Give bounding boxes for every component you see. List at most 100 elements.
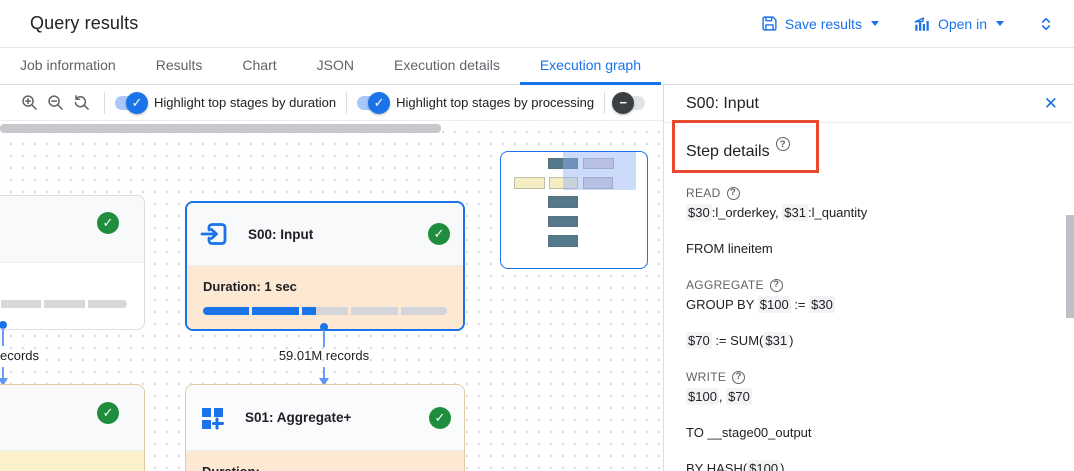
minimap-node [548,158,578,169]
zoom-in-icon[interactable] [16,90,42,116]
graph-minimap[interactable] [500,151,648,269]
zoom-out-icon[interactable] [42,90,68,116]
chevron-down-icon [996,21,1004,26]
node-title: S00: Input [248,226,314,242]
variable-chip: $30 [809,296,835,313]
code-text: AGGREGATE [686,278,764,292]
toolbar-divider [104,91,105,114]
minimap-node [583,177,613,189]
page-title: Query results [30,13,139,33]
results-tabbar: Job information Results Chart JSON Execu… [0,48,1074,85]
edge-line [2,328,4,346]
duration-progress-bar [203,307,448,315]
edge-line [323,330,325,347]
toolbar-divider [346,91,348,114]
success-check-icon: ✓ [428,223,450,245]
step-code-line: TO __stage00_output [686,423,1054,443]
graph-node-left[interactable]: ✓ [0,195,145,330]
minimap-viewport[interactable] [563,152,636,190]
success-check-icon: ✓ [97,402,119,424]
graph-node-s01[interactable]: S01: Aggregate+ ✓ Duration: [185,384,465,471]
code-text: FROM lineitem [686,241,773,256]
tab-results[interactable]: Results [155,57,203,73]
node-duration-label: Duration: 1 sec [203,279,297,294]
minimap-node [548,196,578,208]
help-icon[interactable]: ? [732,370,746,384]
help-icon[interactable]: ? [775,137,790,151]
code-text: := SUM( [711,333,764,348]
edge-records-label: 59.01M records [278,348,370,363]
step-code-line: $30:l_orderkey, $31:l_quantity [686,203,1054,223]
toggle-check-icon: ✓ [368,91,391,114]
save-icon [761,15,778,32]
edge-line [323,367,325,378]
variable-chip: $30 [686,204,712,221]
edge-arrow-icon [319,378,329,386]
tab-job-information[interactable]: Job information [20,57,116,73]
step-details-label: Step details [686,143,770,160]
variable-chip: $70 [686,332,712,349]
input-stage-icon [200,221,228,247]
step-code-line: GROUP BY $100 := $30 [686,295,1054,315]
tab-json[interactable]: JSON [316,57,354,73]
code-text: := [790,297,810,312]
step-section-label: WRITE? [686,367,1054,387]
step-details-heading: Step details ? [686,137,1054,161]
code-text: , [718,389,727,404]
tab-execution-details[interactable]: Execution details [393,57,500,73]
toggle-third[interactable]: − [612,91,646,114]
edge-line [2,367,4,378]
node-progress-bar [1,300,127,308]
graph-toolbar: ✓ Highlight top stages by duration ✓ Hig… [0,85,663,121]
expand-collapse-icon[interactable] [1038,15,1054,33]
edge-records-label-left: ecords [0,348,40,363]
code-text: GROUP BY [686,297,758,312]
step-section-label: READ? [686,183,1054,203]
horizontal-scrollbar[interactable] [0,124,441,133]
help-icon[interactable]: ? [769,278,783,292]
code-text: TO __stage00_output [686,425,812,440]
close-icon[interactable]: ✕ [1043,94,1058,113]
code-text: ) [780,461,785,471]
code-text: ) [789,333,794,348]
node-duration-label: Duration: [202,464,448,471]
tab-execution-graph[interactable]: Execution graph [519,48,662,85]
variable-chip: $100 [757,296,791,313]
variable-chip: $100 [686,388,719,405]
toggle-check-icon: ✓ [126,91,148,114]
toolbar-divider [604,91,606,114]
help-icon[interactable]: ? [726,186,740,200]
toggle-highlight-processing[interactable]: ✓ [357,91,391,114]
code-text: :l_quantity [807,205,868,220]
zoom-reset-icon[interactable] [68,90,94,116]
minimap-node [583,158,614,169]
tab-chart[interactable]: Chart [242,57,277,73]
panel-scrollbar[interactable] [1066,215,1074,318]
open-in-label: Open in [937,15,987,32]
success-check-icon: ✓ [97,212,119,234]
variable-chip: $70 [726,388,752,405]
open-in-button[interactable]: Open in [913,15,1004,33]
step-code-line: BY HASH($100) [686,459,1054,471]
step-code-line: FROM lineitem [686,239,1054,259]
code-text: READ [686,186,721,200]
save-results-button[interactable]: Save results [761,15,879,32]
graph-node-left-bottom[interactable]: ✓ [0,384,145,471]
code-text: BY HASH( [686,461,748,471]
edge-dot [320,323,328,331]
minimap-node [548,216,578,227]
minimap-node [514,177,545,189]
graph-node-s00[interactable]: S00: Input ✓ Duration: 1 sec [185,201,465,331]
code-text: WRITE [686,370,727,384]
minimap-node [548,235,578,247]
step-section-label: AGGREGATE? [686,275,1054,295]
step-code-line: $100, $70 [686,387,1054,407]
panel-title: S00: Input [686,94,759,112]
minimap-node [549,177,578,189]
toggle-minus-icon: − [612,91,635,114]
execution-graph-canvas[interactable]: ✓ ecords ✓ [0,121,663,471]
toggle-highlight-duration[interactable]: ✓ [115,91,148,114]
step-details-panel: S00: Input ✕ Step details ? READ?$30:l_o… [664,85,1074,471]
variable-chip: $31 [763,332,790,349]
